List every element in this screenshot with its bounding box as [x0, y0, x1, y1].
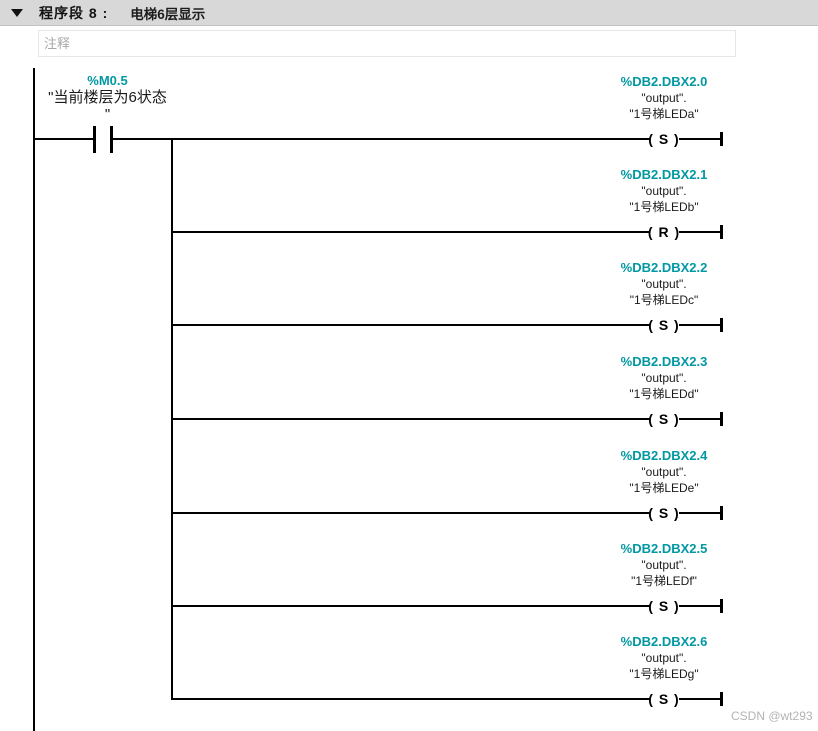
wire-coil5-out	[679, 512, 722, 514]
coil-lede[interactable]: %DB2.DBX2.4 "output". "1号梯LEDe"	[564, 448, 764, 496]
wire-rung4	[172, 418, 650, 420]
set-coil-symbol[interactable]: ( S )	[648, 691, 680, 707]
set-coil-symbol[interactable]: ( S )	[648, 411, 680, 427]
rail-tick-1	[720, 132, 723, 146]
coil-address: %DB2.DBX2.5	[620, 541, 708, 556]
coil-label-db: "output".	[641, 651, 687, 665]
coil-address: %DB2.DBX2.1	[620, 167, 708, 182]
set-coil-symbol[interactable]: ( S )	[648, 131, 680, 147]
wire-rung7	[172, 698, 650, 700]
reset-coil-symbol[interactable]: ( R )	[647, 224, 681, 240]
contact-label-line1: "当前楼层为6状态	[48, 89, 167, 106]
contact-address: %M0.5	[87, 73, 128, 88]
rail-tick-5	[720, 506, 723, 520]
coil-leda[interactable]: %DB2.DBX2.0 "output". "1号梯LEDa"	[564, 74, 764, 122]
network-title[interactable]: 电梯6层显示	[130, 6, 206, 22]
network-header: 程序段 8 : 电梯6层显示	[0, 0, 818, 26]
coil-label-tag: "1号梯LEDb"	[629, 200, 699, 214]
coil-label-tag: "1号梯LEDd"	[629, 387, 699, 401]
coil-address: %DB2.DBX2.4	[620, 448, 708, 463]
coil-address: %DB2.DBX2.0	[620, 74, 708, 89]
coil-label-tag: "1号梯LEDa"	[629, 107, 699, 121]
coil-label-db: "output".	[641, 465, 687, 479]
coil-label-tag: "1号梯LEDg"	[629, 667, 699, 681]
contact-label-line2: "	[104, 106, 111, 123]
set-coil-symbol[interactable]: ( S )	[648, 598, 680, 614]
rail-tick-6	[720, 599, 723, 613]
set-coil-symbol[interactable]: ( S )	[648, 505, 680, 521]
wire-coil1-out	[679, 138, 722, 140]
coil-ledb[interactable]: %DB2.DBX2.1 "output". "1号梯LEDb"	[564, 167, 764, 215]
coil-label-tag: "1号梯LEDc"	[629, 293, 699, 307]
coil-ledf[interactable]: %DB2.DBX2.5 "output". "1号梯LEDf"	[564, 541, 764, 589]
wire-coil7-out	[679, 698, 722, 700]
coil-address: %DB2.DBX2.2	[620, 260, 708, 275]
network-number-label: 程序段 8 :	[39, 4, 109, 21]
coil-label-tag: "1号梯LEDf"	[631, 574, 697, 588]
coil-ledc[interactable]: %DB2.DBX2.2 "output". "1号梯LEDc"	[564, 260, 764, 308]
wire-rung2	[172, 231, 650, 233]
wire-rung1-a	[34, 138, 93, 140]
wire-coil4-out	[679, 418, 722, 420]
wire-rung1-b	[113, 138, 650, 140]
coil-label-db: "output".	[641, 277, 687, 291]
collapse-triangle-icon[interactable]	[11, 8, 23, 17]
rail-tick-7	[720, 692, 723, 706]
coil-label-db: "output".	[641, 371, 687, 385]
contact-bar-right[interactable]	[110, 126, 113, 153]
wire-coil3-out	[679, 324, 722, 326]
contact-m05[interactable]: %M0.5 "当前楼层为6状态 "	[25, 73, 190, 123]
left-power-rail	[33, 68, 35, 731]
coil-ledg[interactable]: %DB2.DBX2.6 "output". "1号梯LEDg"	[564, 634, 764, 682]
rail-tick-2	[720, 225, 723, 239]
contact-bar-left[interactable]	[93, 126, 96, 153]
rail-tick-4	[720, 412, 723, 426]
coil-label-tag: "1号梯LEDe"	[629, 481, 699, 495]
coil-address: %DB2.DBX2.3	[620, 354, 708, 369]
rail-tick-3	[720, 318, 723, 332]
wire-rung6	[172, 605, 650, 607]
set-coil-symbol[interactable]: ( S )	[648, 317, 680, 333]
network-comment-input[interactable]: 注释	[38, 30, 736, 57]
coil-label-db: "output".	[641, 558, 687, 572]
watermark-text: CSDN @wt293	[731, 709, 813, 723]
coil-ledd[interactable]: %DB2.DBX2.3 "output". "1号梯LEDd"	[564, 354, 764, 402]
wire-rung3	[172, 324, 650, 326]
coil-label-db: "output".	[641, 91, 687, 105]
coil-label-db: "output".	[641, 184, 687, 198]
wire-coil2-out	[679, 231, 722, 233]
wire-coil6-out	[679, 605, 722, 607]
coil-address: %DB2.DBX2.6	[620, 634, 708, 649]
wire-rung5	[172, 512, 650, 514]
